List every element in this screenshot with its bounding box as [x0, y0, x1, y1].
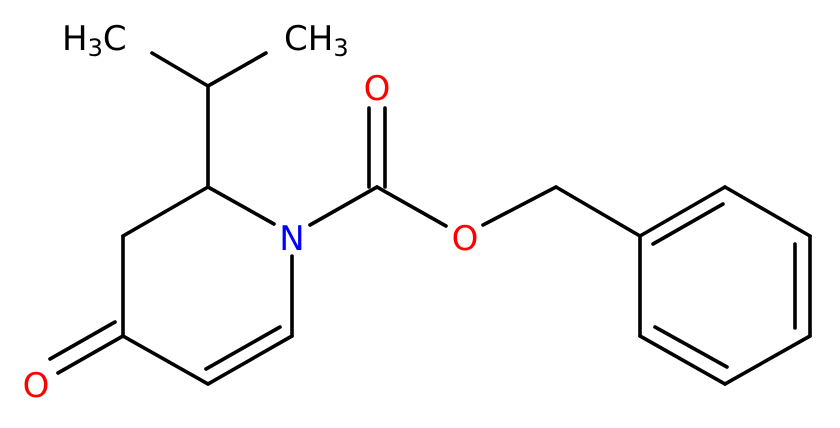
- bond-c5-c4: [121, 334, 210, 386]
- bond-ester-ch2: [481, 185, 558, 227]
- bond-ketone-b: [48, 320, 117, 361]
- methyl-left-label: H3C: [62, 19, 127, 62]
- bond-ph-2: [723, 185, 812, 238]
- bond-ph-1-inner: [651, 202, 725, 246]
- ester-oxygen-label: O: [452, 219, 479, 259]
- ring-nitrogen-label: N: [279, 219, 304, 259]
- carbonyl-oxygen-label: O: [364, 69, 391, 109]
- bond-c6-c5: [206, 334, 294, 386]
- methyl-right-label: CH3: [284, 19, 349, 62]
- bond-methyl-right: [206, 51, 268, 88]
- ketone-oxygen-label: O: [23, 366, 50, 406]
- bond-ketone-a: [56, 334, 125, 375]
- bond-ch2-phenyl: [554, 185, 642, 238]
- bond-ph-5: [638, 334, 727, 386]
- bond-ph-1: [638, 185, 727, 238]
- bond-c2-c3: [121, 185, 210, 238]
- bond-carbonyl-ester: [375, 185, 448, 228]
- bond-lines: [48, 51, 812, 386]
- bond-n1-carbonyl: [308, 185, 379, 227]
- bond-methyl-left: [150, 51, 210, 88]
- bond-ph-4: [723, 334, 812, 386]
- bond-c6-c5-inner: [204, 325, 282, 371]
- bond-c2-n1: [206, 185, 276, 226]
- bond-ph-5-inner: [653, 325, 729, 369]
